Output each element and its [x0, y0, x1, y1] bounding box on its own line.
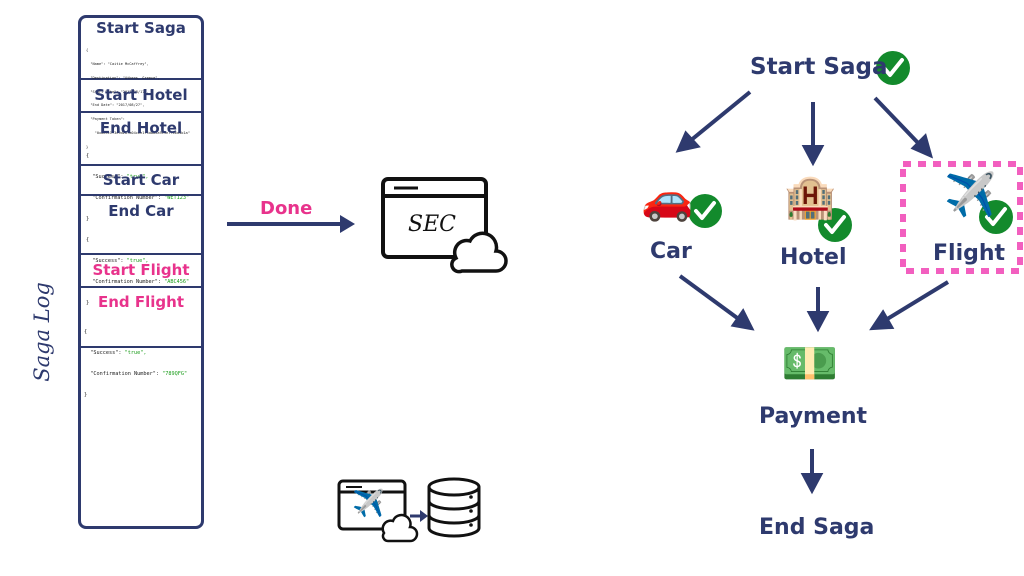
log-entry-payload: { "Success": "true", "Confirmation Numbe…: [86, 153, 190, 222]
end-saga-node: End Saga: [759, 515, 875, 540]
payload-value: "true",: [126, 258, 149, 264]
arrow-flight-to-payment: [869, 280, 950, 331]
payload-line: "Destination": "Athens, Greece",: [86, 75, 160, 80]
db-arrow: [410, 510, 428, 522]
car-node: Car: [650, 239, 692, 264]
payload-value: "789QFG": [162, 371, 188, 377]
log-entry-title: Start Flight: [92, 261, 190, 279]
log-entry-title: Start Saga: [96, 19, 186, 37]
payload-line: "0x8a5c1f3e9d2b7a04c6e1f5d8b2a9c3e7f06d4…: [86, 130, 190, 135]
small-flight-icon: ✈️: [352, 489, 385, 519]
log-entry-payload: { "Success": "true", "Confirmation Numbe…: [84, 329, 188, 398]
payload-line: {: [86, 48, 89, 53]
payment-icon: 💵: [781, 336, 839, 390]
database-icon: [427, 477, 481, 538]
payload-value: "WET123": [164, 195, 190, 201]
done-arrow: [227, 215, 355, 233]
arrow-start-to-car: [675, 90, 752, 153]
arrow-hotel-to-payment: [806, 287, 830, 333]
log-entry-title: End Flight: [97, 293, 184, 311]
log-entry-end-car: End Car { "Success": "true", "Confirmati…: [81, 196, 201, 306]
flight-check-icon: [979, 200, 1013, 234]
payload-value: "ABC456": [164, 279, 190, 285]
payload-key: "Confirmation Number":: [90, 371, 159, 377]
log-entry-start-flight: Start Flight: [81, 255, 201, 288]
payment-node: Payment: [759, 404, 868, 429]
payload-key: "Confirmation Number":: [92, 195, 161, 201]
log-entry-title: End Hotel: [99, 119, 183, 137]
payload-value: "true",: [126, 174, 149, 180]
arrow-payment-to-end: [800, 449, 824, 495]
log-entry-title: Start Hotel: [94, 86, 188, 104]
cloud-icon: [450, 231, 508, 274]
done-label: Done: [260, 198, 313, 219]
flow-arrows: [675, 90, 950, 495]
start-saga-check-icon: [876, 51, 910, 85]
payload-value: "true",: [124, 350, 147, 356]
log-entry-payload: { "Name": "Caitie McCaffrey", "Destinati…: [86, 39, 190, 158]
flight-node: Flight: [933, 241, 1006, 266]
payload-key: "Confirmation Number":: [92, 279, 161, 285]
payload-key: "Success":: [90, 350, 122, 356]
car-icon: 🚗: [641, 174, 694, 223]
log-entry-start-saga: Start Saga { "Name": "Caitie McCaffrey",…: [81, 18, 201, 149]
arrow-start-to-flight: [873, 96, 934, 159]
payload-line: "End Date": "2017/08/27",: [86, 103, 145, 108]
sec-label: SEC: [408, 212, 456, 237]
flight-icon: ✈️: [944, 170, 997, 219]
hotel-icon: 🏨: [784, 172, 837, 221]
log-entry-payload: { "Success": "true", "Confirmation Numbe…: [86, 237, 190, 306]
payload-line: "Name": "Caitie McCaffrey",: [86, 61, 149, 66]
payload-line: "Start Date": "2017/08/17",: [86, 89, 149, 94]
car-check-icon: [688, 194, 722, 228]
sec-browser-icon: [381, 177, 488, 259]
payload-line: "Payment Token":: [86, 117, 125, 122]
log-entry-start-car: Start Car: [81, 166, 201, 196]
hotel-node: Hotel: [780, 245, 847, 270]
log-entry-title: Start Car: [102, 171, 180, 189]
small-cloud-icon: [381, 513, 419, 543]
payload-line: }: [86, 144, 89, 149]
log-entry-title: End Car: [108, 202, 174, 220]
arrow-start-to-hotel: [801, 102, 825, 167]
flight-highlight-box: [900, 161, 1023, 274]
arrow-car-to-payment: [678, 274, 755, 331]
log-entry-end-flight: End Flight { "Success": "true", "Confirm…: [81, 288, 201, 398]
log-entry-start-hotel: Start Hotel: [81, 80, 201, 113]
log-entry-end-hotel: End Hotel { "Success": "true", "Confirma…: [81, 113, 201, 222]
payload-key: "Success":: [92, 174, 124, 180]
payload-key: "Success":: [92, 258, 124, 264]
hotel-check-icon: [818, 208, 852, 242]
flight-service-browser-icon: [337, 479, 407, 531]
saga-log-panel: Start Saga { "Name": "Caitie McCaffrey",…: [78, 15, 204, 529]
start-saga-node: Start Saga: [750, 54, 888, 80]
